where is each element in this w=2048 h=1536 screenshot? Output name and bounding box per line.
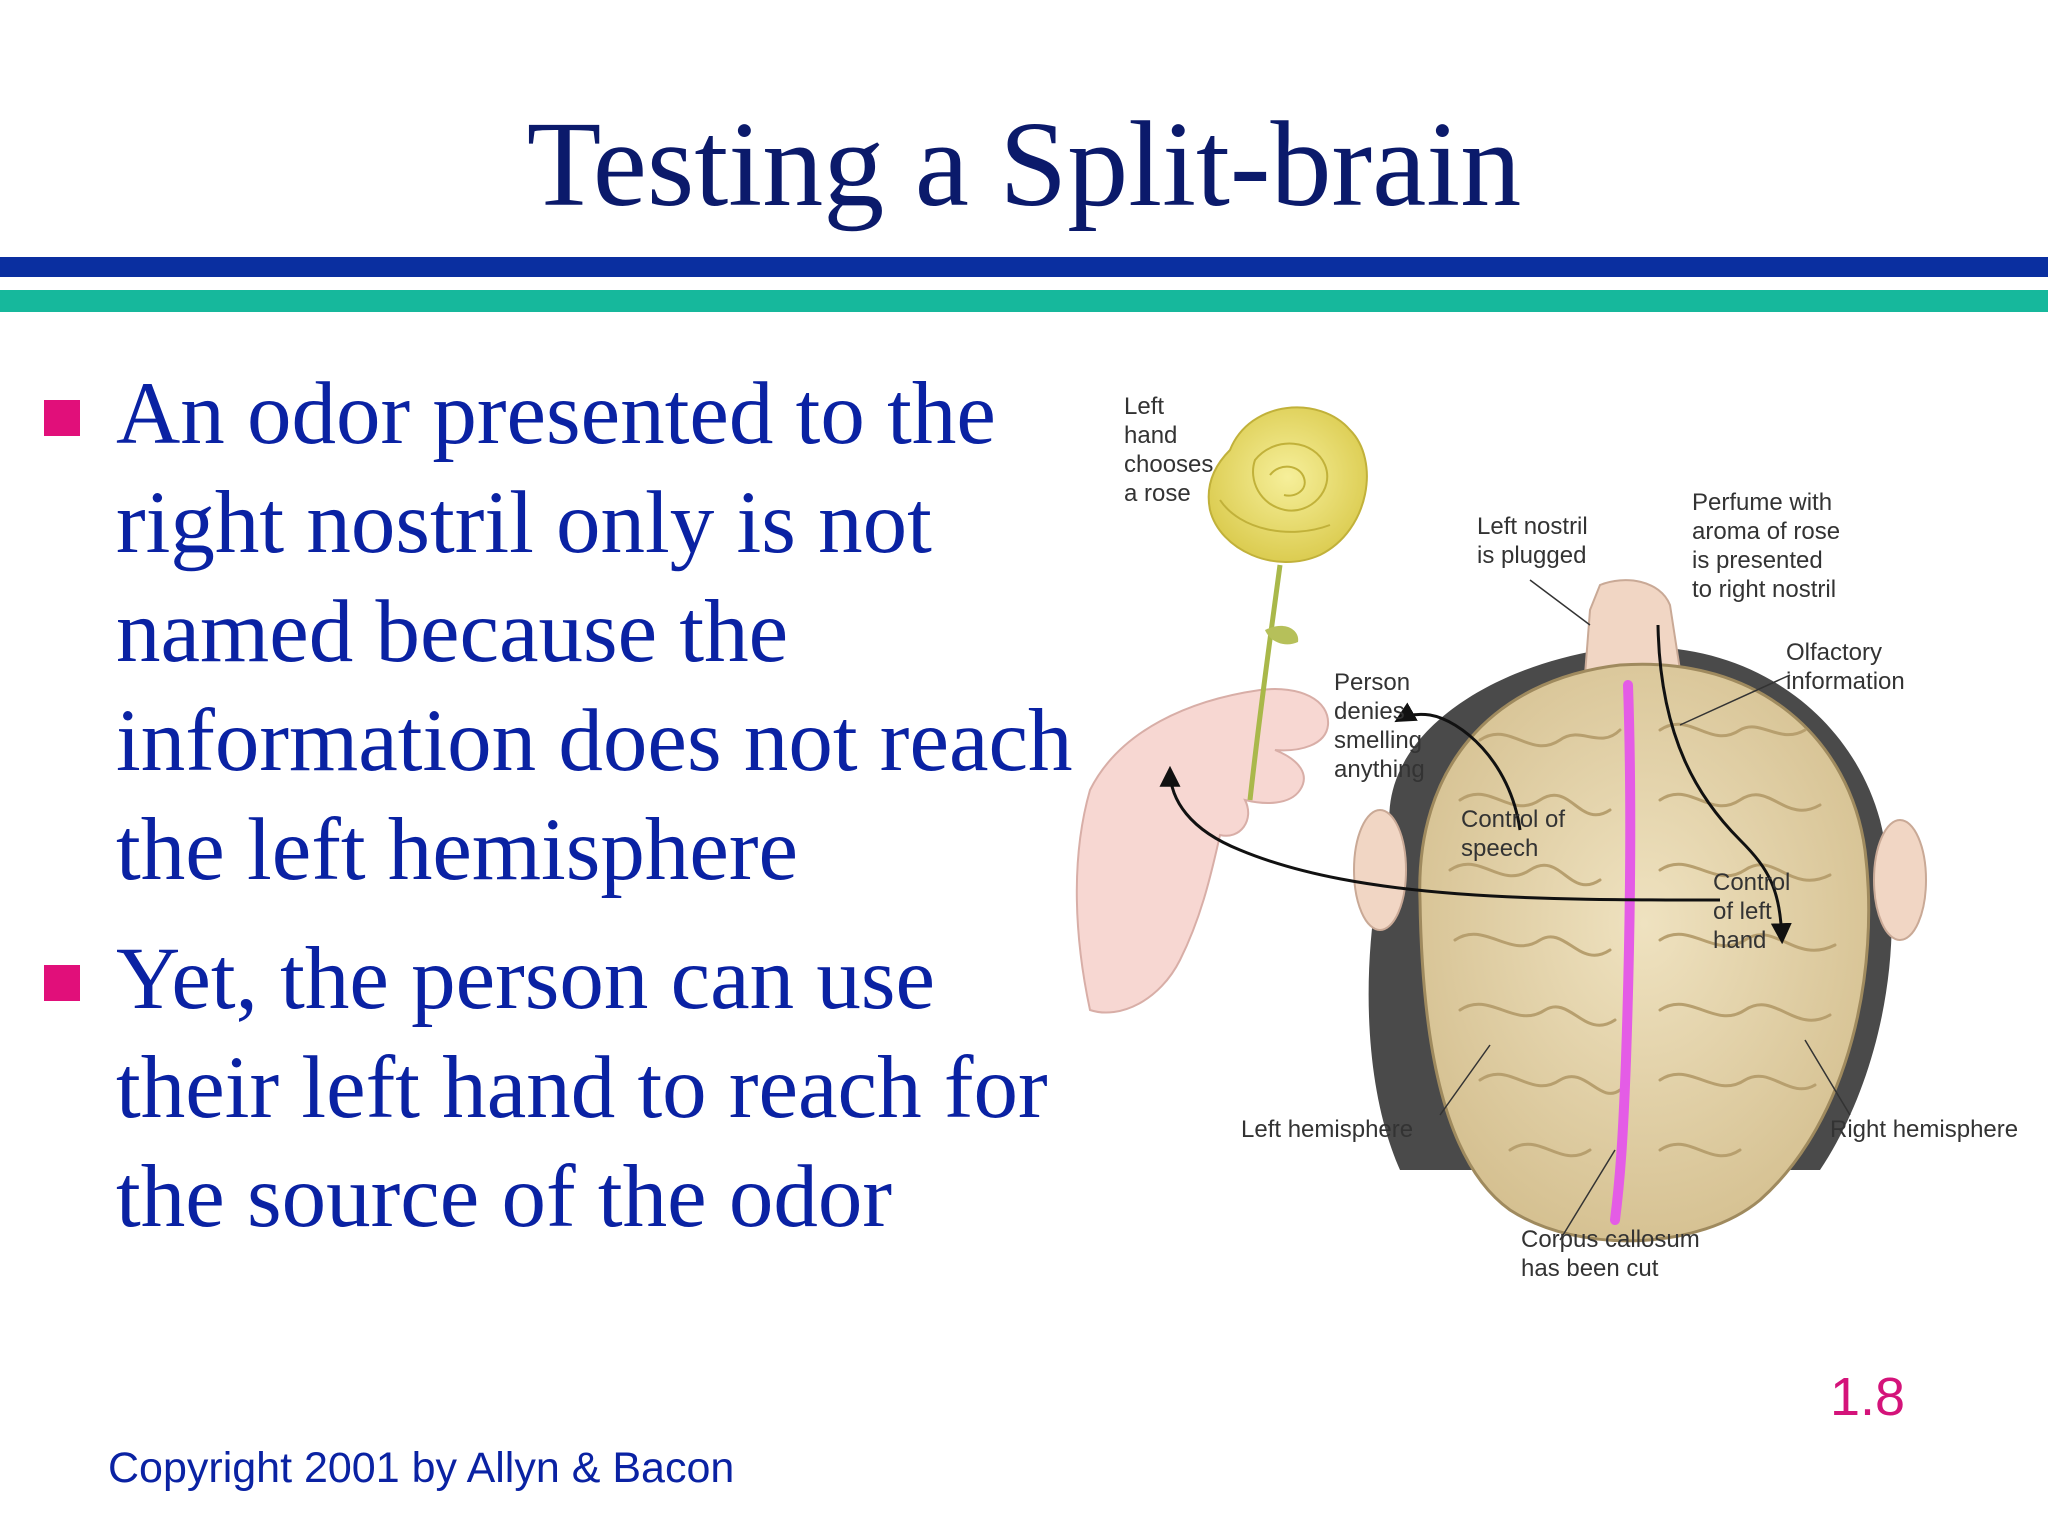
copyright-footer: Copyright 2001 by Allyn & Bacon xyxy=(108,1444,735,1492)
bullet-text: An odor presented to the right nostril o… xyxy=(116,365,1073,899)
corpus-callosum-cut xyxy=(1610,680,1636,1225)
bullet-square-icon xyxy=(44,965,80,1001)
title-rule-teal xyxy=(0,290,2048,312)
ear-left xyxy=(1353,809,1407,931)
label-control-left-hand: Control of left hand xyxy=(1713,869,1791,954)
rose-leaf xyxy=(1265,625,1299,645)
hand xyxy=(1075,688,1330,1014)
hand-control-arrow xyxy=(1159,765,1721,902)
label-left-hemisphere: Left hemisphere xyxy=(1241,1116,1414,1143)
label-perfume: Perfume with aroma of rose is presented … xyxy=(1692,489,1841,603)
label-right-hemisphere: Right hemisphere xyxy=(1830,1116,2019,1143)
title-rule-blue xyxy=(0,257,2048,277)
page-number: 1.8 xyxy=(1830,1367,1906,1427)
denial-arrow xyxy=(1394,702,1522,831)
ear-right xyxy=(1873,819,1927,941)
rose xyxy=(1207,406,1368,564)
label-left-hand: Left hand chooses a rose xyxy=(1124,393,1214,507)
label-corpus-callosum: Corpus callosum has been cut xyxy=(1521,1226,1700,1282)
label-person-denies: Person denies smelling anything xyxy=(1334,669,1425,783)
slide-title: Testing a Split-brain xyxy=(526,97,1522,232)
bullet-item: An odor presented to the right nostril o… xyxy=(42,360,1082,905)
bullet-square-icon xyxy=(44,400,80,436)
label-control-speech: Control of speech xyxy=(1461,806,1566,862)
bullet-text: Yet, the person can use their left hand … xyxy=(116,930,1048,1246)
olfactory-arrow xyxy=(1656,624,1792,945)
rose-stem xyxy=(1247,564,1283,801)
brain-folds xyxy=(1448,722,1837,1158)
brain-outline xyxy=(1418,662,1871,1243)
bullet-list: An odor presented to the right nostril o… xyxy=(42,360,1082,1252)
label-olfactory: Olfactory information xyxy=(1786,639,1905,695)
label-left-nostril: Left nostril is plugged xyxy=(1477,513,1588,569)
nose xyxy=(1583,579,1682,677)
bullet-item: Yet, the person can use their left hand … xyxy=(42,925,1082,1252)
leader-lines xyxy=(1439,579,1851,1241)
split-brain-figure: Left hand chooses a rose Left nostril is… xyxy=(1060,380,2040,1320)
split-brain-illustration xyxy=(1075,406,1927,1243)
